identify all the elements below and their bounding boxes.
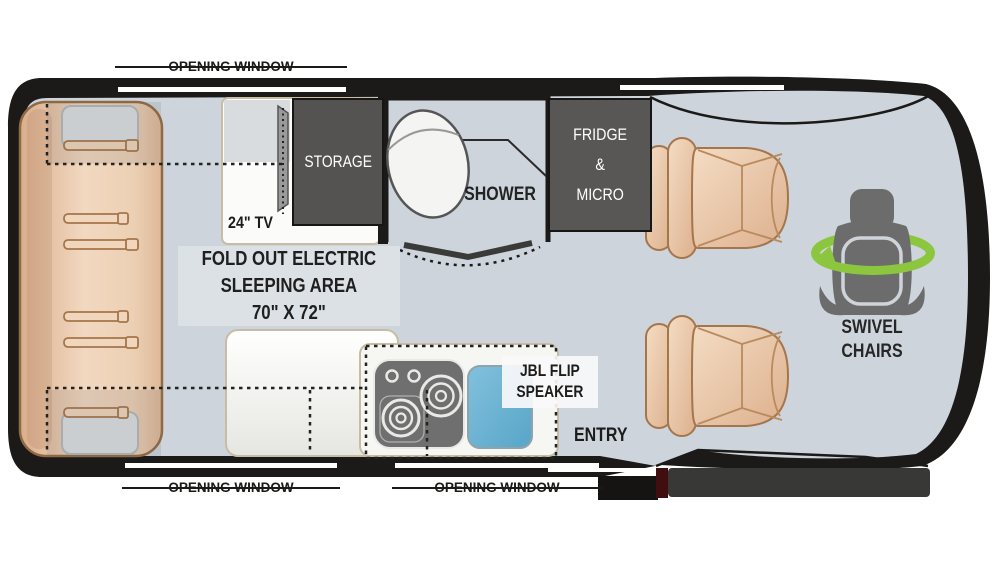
entry-step xyxy=(598,476,658,500)
door-accent xyxy=(656,468,668,498)
window-line xyxy=(115,66,347,68)
seatbelt-straps xyxy=(63,139,139,419)
driver-seat-icon xyxy=(645,137,790,259)
fridge-micro-label: FRIDGE & MICRO xyxy=(573,125,627,204)
toilet-icon xyxy=(386,109,470,219)
swivel-chair-icon xyxy=(811,189,935,316)
swivel-arrow-icon xyxy=(814,244,935,275)
window-label-bottom-left: OPENING WINDOW xyxy=(122,478,340,498)
knob-icon xyxy=(407,369,421,383)
shower-label: SHOWER xyxy=(464,184,536,205)
window-label-text: OPENING WINDOW xyxy=(434,480,560,495)
window-glass-bottom-left xyxy=(125,463,337,468)
window-label-text: OPENING WINDOW xyxy=(168,480,294,495)
sliding-door-skirt xyxy=(668,468,930,497)
entry-door-line xyxy=(655,448,929,468)
window-label-bottom-right: OPENING WINDOW xyxy=(392,478,602,498)
bed-icon xyxy=(18,100,164,458)
window-line xyxy=(122,487,340,489)
window-label-text: OPENING WINDOW xyxy=(168,59,294,74)
sleeping-area-label: FOLD OUT ELECTRIC SLEEPING AREA 70" X 72… xyxy=(178,246,400,326)
entry-label: ENTRY xyxy=(574,425,628,446)
shower-door-icon xyxy=(403,240,533,261)
swivel-chairs-label: SWIVEL CHAIRS xyxy=(841,317,903,362)
storage-cabinet: STORAGE xyxy=(292,98,384,226)
burner-icon xyxy=(379,374,463,443)
fold-line-dashes xyxy=(45,104,558,460)
window-glass-driver xyxy=(620,85,784,90)
window-line xyxy=(392,487,602,489)
shower-room xyxy=(378,95,551,267)
tv-label: 24" TV xyxy=(228,213,273,232)
window-label-top: OPENING WINDOW xyxy=(115,57,347,77)
shower-pan-line xyxy=(462,139,547,177)
passenger-seat-icon xyxy=(645,315,790,437)
windshield-line xyxy=(649,93,931,125)
window-glass-entry xyxy=(548,468,656,472)
storage-label: STORAGE xyxy=(304,152,372,171)
speaker-label: JBL FLIP SPEAKER xyxy=(502,356,598,408)
cooktop-icon xyxy=(373,359,465,449)
window-glass-bottom-mid xyxy=(395,463,599,468)
window-glass-top xyxy=(118,87,346,92)
fridge-micro-cabinet: FRIDGE & MICRO xyxy=(548,98,652,232)
knob-icon xyxy=(385,369,399,383)
